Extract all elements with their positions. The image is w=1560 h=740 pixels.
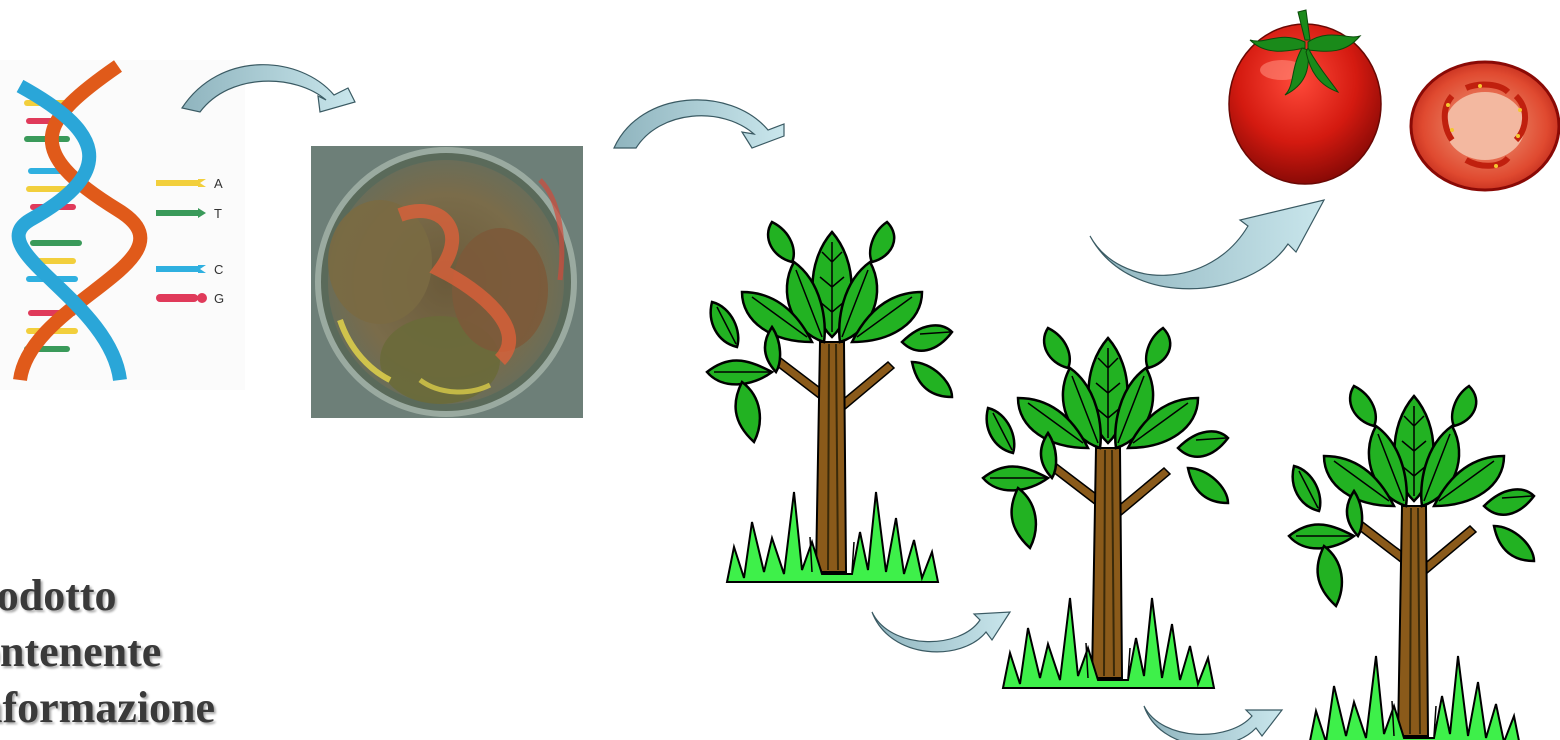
curved-arrow-4 (872, 612, 1010, 652)
tree-3 (1289, 386, 1534, 740)
tree-2 (983, 328, 1228, 688)
embryo-cell-photo (311, 146, 583, 418)
curved-arrow-5 (1144, 706, 1282, 740)
legend-letter-c: C (214, 262, 223, 277)
tree-1 (707, 222, 952, 582)
curved-arrow-2 (614, 100, 784, 148)
legend-letter-t: T (214, 206, 222, 221)
legend-letter-a: A (214, 176, 223, 191)
dna-helix-illustration: A T C G (0, 60, 245, 390)
curved-arrow-3 (1090, 200, 1324, 289)
caption-line-1: rodotto (0, 568, 358, 624)
tomato-whole (1229, 10, 1381, 184)
tomato-slice (1411, 62, 1559, 190)
caption-line-3: nformazione (0, 680, 358, 736)
legend-letter-g: G (214, 291, 224, 306)
